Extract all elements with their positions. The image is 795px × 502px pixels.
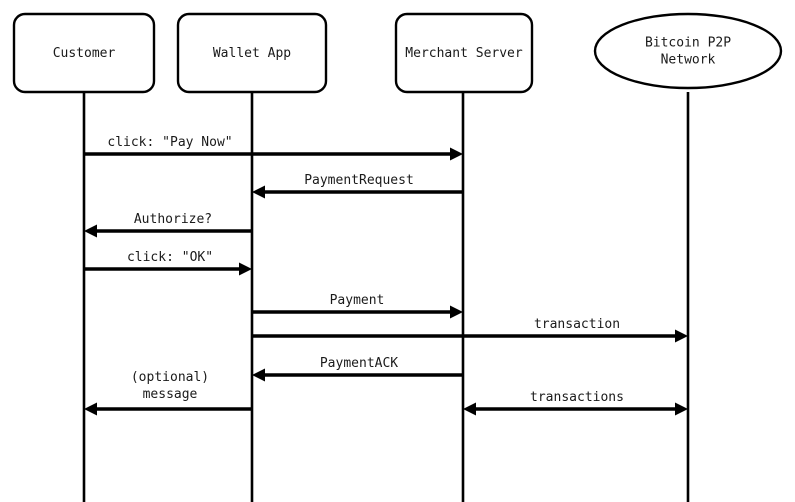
arrowhead-icon: [252, 185, 265, 199]
arrowhead-icon: [84, 402, 97, 416]
messages-group: click: "Pay Now" PaymentRequestAuthorize?…: [84, 135, 688, 416]
arrowhead-icon: [252, 368, 265, 382]
participant-shape-wallet[interactable]: [176, 12, 328, 94]
participant-label-customer: Customer: [53, 46, 116, 61]
participant-label-merchant: Merchant Server: [405, 46, 523, 61]
participant-label-wallet: Wallet App: [213, 46, 291, 61]
arrowhead-icon: [84, 224, 97, 238]
arrowhead-icon: [675, 402, 688, 416]
message-label-m7: PaymentACK: [320, 356, 398, 371]
message-label-m3: Authorize?: [134, 212, 212, 227]
lifelines-group: [82, 92, 690, 502]
participant-shape-merchant[interactable]: [394, 12, 534, 94]
message-label-m1: click: "Pay Now": [107, 135, 232, 150]
arrowhead-icon: [239, 262, 252, 276]
arrowhead-icon: [450, 305, 463, 319]
message-label-m4: click: "OK": [127, 250, 213, 265]
participants-group: Customer Wallet App Merchant Server Bitcoin…: [12, 12, 783, 94]
arrowhead-icon: [450, 147, 463, 161]
message-label-m6: transaction: [534, 317, 620, 332]
participant-shape-customer[interactable]: [12, 12, 156, 94]
arrowhead-icon: [463, 402, 476, 416]
message-label-m8: (optional)message: [131, 370, 209, 402]
message-label-m9: transactions: [530, 390, 624, 405]
message-label-m2: PaymentRequest: [304, 173, 414, 188]
participant-shape-bitcoin[interactable]: [593, 12, 783, 90]
message-label-m5: Payment: [330, 293, 385, 308]
arrowhead-icon: [675, 329, 688, 343]
